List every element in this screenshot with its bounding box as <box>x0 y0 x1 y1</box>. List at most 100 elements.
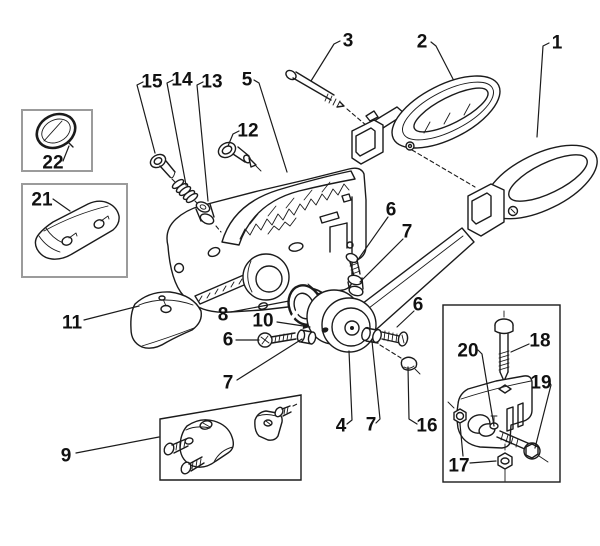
handle-channel <box>402 81 494 141</box>
cover-lip <box>141 327 195 347</box>
shell-channel-arc <box>45 227 64 244</box>
callout-label-6: 6 <box>413 295 424 316</box>
alignment-dash <box>292 402 300 407</box>
tool-body-housing <box>166 167 367 313</box>
inset-box-bracket-assembly-box <box>442 304 561 483</box>
pawl-steps <box>267 217 297 235</box>
nut-bore <box>455 411 465 421</box>
part7-sleeve-left <box>296 329 317 345</box>
arm-rib <box>267 205 277 217</box>
screw-head <box>274 406 284 418</box>
callout-leader-17 <box>469 460 497 464</box>
part11-cover <box>130 291 202 349</box>
callout-leader-21 <box>52 198 71 212</box>
rivet-head <box>217 141 237 159</box>
disc-center-dot <box>350 326 354 330</box>
bolt-head-hex <box>525 443 539 459</box>
callout-leader-18 <box>510 343 530 353</box>
clamp-hole-slot <box>202 422 211 428</box>
pivot-boss <box>405 141 415 151</box>
ratchet-teeth <box>239 183 350 240</box>
bracket-slot <box>517 402 524 428</box>
screw-head-cross <box>260 335 270 345</box>
nut-bore <box>500 457 510 465</box>
callout-leader-22 <box>62 145 70 162</box>
part6-screw-left <box>257 332 297 348</box>
latch-tooth <box>365 110 379 122</box>
bolt-threads <box>324 93 341 108</box>
callout-label-13: 13 <box>201 72 222 93</box>
screw-threads <box>274 332 293 343</box>
housing-pin-bar <box>319 211 340 224</box>
screw-shaft <box>171 438 189 454</box>
disc-edge-hole <box>321 327 329 333</box>
shell-channel-arc <box>38 235 61 253</box>
dome-rim <box>403 365 415 369</box>
inset-box-clamp-shell-box <box>21 183 128 278</box>
callout-leader-6 <box>356 216 389 262</box>
callout-label-7: 7 <box>402 222 413 243</box>
callout-leader-19 <box>534 380 552 449</box>
part14-spring <box>171 178 200 206</box>
socket-opening <box>471 192 492 225</box>
handle-rib <box>463 103 471 116</box>
dome-axis <box>414 368 421 375</box>
rivet-shaft <box>232 146 250 163</box>
callout-label-12: 12 <box>237 121 258 142</box>
arm-rib <box>303 189 313 201</box>
sleeve-end <box>296 329 306 343</box>
part1-lower-handle <box>467 144 598 237</box>
callout-label-7: 7 <box>366 415 377 436</box>
part19-bolt-shaft <box>496 430 531 451</box>
screw-shaft <box>270 332 297 344</box>
bolt-tip <box>336 101 345 108</box>
callout-label-3: 3 <box>343 31 354 52</box>
callout-leader-17 <box>459 423 464 457</box>
handle-rib <box>423 121 431 134</box>
callout-label-22: 22 <box>42 153 63 174</box>
sleeve-bottom <box>348 285 364 297</box>
callout-label-8: 8 <box>218 305 229 326</box>
callout-label-5: 5 <box>242 70 253 91</box>
screw-threads <box>383 330 398 343</box>
part13-bushing <box>195 201 222 233</box>
callout-label-6: 6 <box>386 200 397 221</box>
bolt-head-side <box>494 324 514 335</box>
shell-body <box>34 200 120 260</box>
o-ring-outer <box>35 112 77 150</box>
screw-head-slot <box>401 334 405 344</box>
housing-oval-hole <box>288 242 304 252</box>
callout-leader-9 <box>75 436 160 454</box>
rivet-tip <box>248 157 257 168</box>
screw-head <box>163 442 175 456</box>
spring-coil <box>185 192 199 204</box>
o-ring-inner <box>41 118 71 144</box>
bushing-bore <box>199 204 207 210</box>
callout-leader-15 <box>136 81 156 154</box>
callout-leader-8 <box>230 300 290 313</box>
lever-arm-edge <box>351 235 464 322</box>
alignment-dash <box>379 344 402 359</box>
callout-leader-7 <box>371 340 381 424</box>
callout-label-7: 7 <box>223 373 234 394</box>
bolt-shaft <box>292 71 335 101</box>
screw-threads <box>191 458 202 470</box>
cover-ridge <box>138 299 194 306</box>
cover-screw-hole <box>160 304 172 314</box>
flange-oval-hole <box>257 302 269 310</box>
bracket-top-edge <box>460 380 532 400</box>
bolt-axis <box>538 455 549 463</box>
clamp-halfmoon-cutout <box>213 446 234 463</box>
bolt-threads <box>500 432 519 448</box>
boss-depth-line <box>247 260 253 293</box>
handle-slot <box>508 154 588 202</box>
bolt-head <box>285 69 297 81</box>
o-ring-split <box>43 120 63 142</box>
shell-top-edge <box>43 205 109 232</box>
callout-leader-20 <box>477 349 495 427</box>
screw-shaft <box>188 456 205 472</box>
front-cylinder-bore <box>255 265 283 293</box>
alignment-dash <box>171 178 177 184</box>
sleeve-end <box>307 331 317 345</box>
